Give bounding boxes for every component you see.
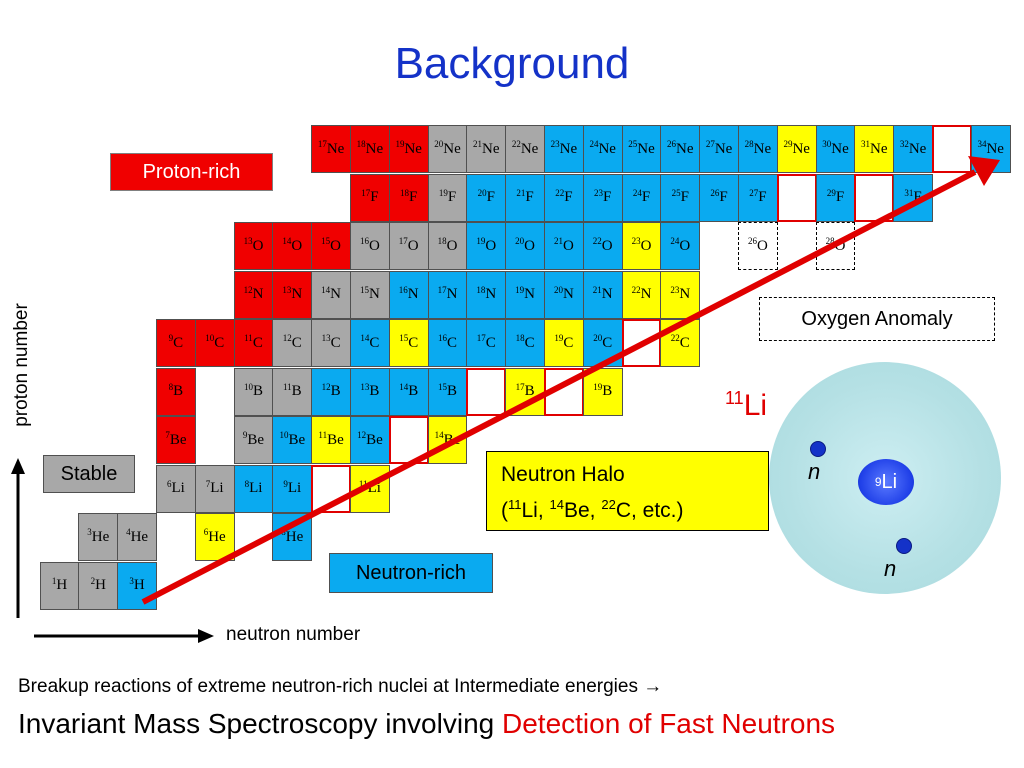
- x-axis-arrowhead: [198, 629, 214, 643]
- neutron-halo-examples: (11Li, 14Be, 22C, etc.): [501, 497, 684, 522]
- nuclide-unbound: [854, 173, 895, 222]
- page-title: Background: [394, 39, 630, 88]
- halo-neutron-1: [810, 441, 826, 457]
- proton-rich-label: Proton-rich: [110, 153, 273, 191]
- nuclide-he-8: 8He: [272, 513, 313, 561]
- neutron-label-2: n: [884, 556, 897, 581]
- y-axis-arrowhead: [11, 458, 25, 474]
- nuclide-be-14: 14Be: [427, 416, 468, 464]
- li11-title: 11Li: [725, 388, 768, 422]
- neutron-halo-title: Neutron Halo: [501, 463, 625, 486]
- nuclide-unbound: [932, 125, 972, 173]
- y-axis-label: proton number: [11, 303, 32, 427]
- footer-line-1: Breakup reactions of extreme neutron-ric…: [18, 676, 663, 697]
- neutron-label-1: n: [808, 459, 821, 484]
- neutron-rich-label: Neutron-rich: [329, 553, 493, 593]
- trend-arrowhead: [968, 156, 1000, 186]
- nuclide-unbound: [776, 173, 817, 222]
- stable-label: Stable: [43, 455, 135, 493]
- footer-line-2: Invariant Mass Spectroscopy involving De…: [18, 708, 836, 739]
- nuclide-unbound: [466, 367, 507, 416]
- neutron-rich-trend-line: [141, 169, 977, 605]
- halo-neutron-2: [896, 538, 912, 554]
- neutron-halo-box: Neutron Halo (11Li, 14Be, 22C, etc.): [486, 451, 769, 531]
- oxygen-anomaly-label: Oxygen Anomaly: [759, 297, 995, 341]
- x-axis-label: neutron number: [226, 624, 361, 645]
